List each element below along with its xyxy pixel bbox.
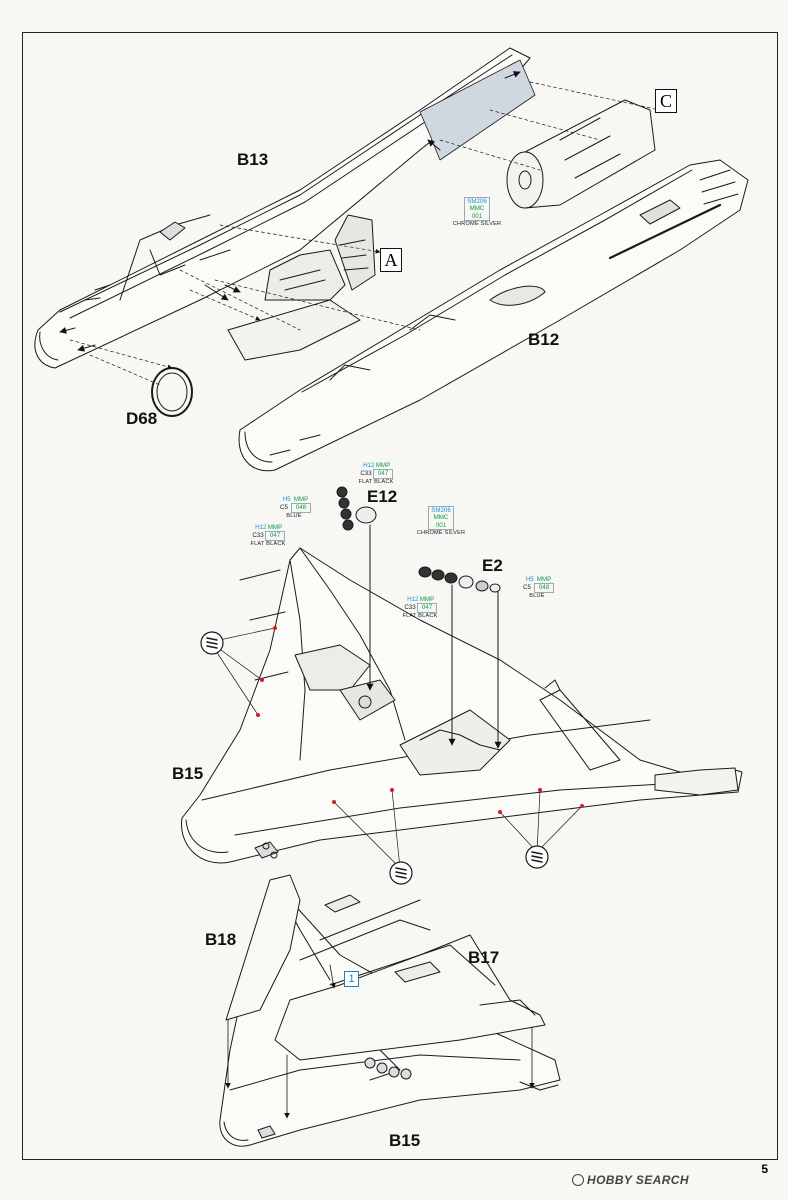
- color-code: SM206: [467, 198, 487, 205]
- color-code: MMP: [419, 596, 435, 603]
- color-code: MMP: [536, 576, 552, 583]
- color-callout-chrome-silver: SM206 MMC 001 CHROME SILVER: [447, 197, 507, 229]
- ring-d68: [151, 367, 193, 417]
- color-code: 048: [534, 583, 554, 593]
- color-code: MMC: [433, 514, 449, 522]
- color-code: C33: [252, 532, 264, 540]
- color-code: MMC: [469, 205, 485, 213]
- glue-callouts: [200, 627, 583, 885]
- color-code: 001: [471, 212, 483, 220]
- page-border: [22, 32, 778, 1160]
- color-code: C33: [404, 604, 416, 612]
- part-label-b15-bottom: B15: [389, 1131, 421, 1150]
- part-label-d68: D68: [126, 409, 158, 428]
- part-label-b18: B18: [205, 930, 237, 949]
- color-code: H12: [407, 596, 419, 603]
- wheel-well-e12: [336, 486, 377, 531]
- color-code: MMP: [267, 524, 283, 531]
- part-label-b17: B17: [468, 948, 500, 967]
- color-name: CHROME SILVER: [416, 530, 466, 537]
- section2-arrows: [366, 524, 502, 749]
- section1-guides: [69, 81, 661, 386]
- color-code: H5: [525, 576, 534, 583]
- color-code: C5: [523, 584, 531, 592]
- color-name: FLAT BLACK: [402, 612, 438, 619]
- color-name: FLAT BLACK: [358, 478, 394, 485]
- color-code: SM206: [431, 507, 451, 514]
- color-code: MMP: [375, 462, 391, 469]
- step-badge: 1: [344, 971, 359, 987]
- color-code: H12: [363, 462, 375, 469]
- color-name: BLUE: [529, 592, 545, 599]
- color-name: FLAT BLACK: [250, 540, 286, 547]
- color-code: C33: [360, 470, 372, 478]
- exhaust-nozzle: [506, 99, 656, 209]
- color-code: 047: [265, 531, 285, 541]
- page-number: 5: [761, 1162, 768, 1176]
- part-label-b13: B13: [237, 150, 269, 169]
- upper-wing-b17: [225, 874, 546, 1061]
- watermark-text: HOBBY SEARCH: [587, 1173, 689, 1187]
- color-code: 048: [291, 503, 311, 513]
- glue-points: [256, 626, 584, 814]
- section3-arrows: [225, 964, 535, 1119]
- part-label-b12: B12: [528, 330, 560, 349]
- fuselage-half-b13: [34, 47, 536, 369]
- color-code: 047: [417, 603, 437, 613]
- color-code: H12: [255, 524, 267, 531]
- color-callout-chrome-silver: SM206 MMC 001 CHROME SILVER: [410, 506, 472, 538]
- part-label-e2: E2: [482, 556, 503, 575]
- watermark-logo-icon: [572, 1174, 584, 1186]
- section1-arrows: [59, 71, 521, 352]
- watermark: HOBBY SEARCH: [572, 1173, 689, 1187]
- subassembly-ref-a: A: [380, 248, 402, 272]
- part-label-b15-top: B15: [172, 764, 204, 783]
- wheel-well-e2: [418, 566, 501, 593]
- lower-wing-b15: [181, 547, 743, 864]
- color-code: C5: [280, 504, 288, 512]
- color-code: H5: [282, 496, 291, 503]
- fuselage-half-b12: [238, 159, 749, 472]
- color-name: BLUE: [286, 512, 302, 519]
- color-code: 047: [373, 469, 393, 479]
- subassembly-ref-c: C: [655, 89, 677, 113]
- color-name: CHROME SILVER: [452, 221, 502, 228]
- color-code: MMP: [293, 496, 309, 503]
- color-code: 001: [435, 521, 447, 529]
- part-label-e12: E12: [367, 487, 398, 506]
- cockpit-tub: [227, 214, 376, 361]
